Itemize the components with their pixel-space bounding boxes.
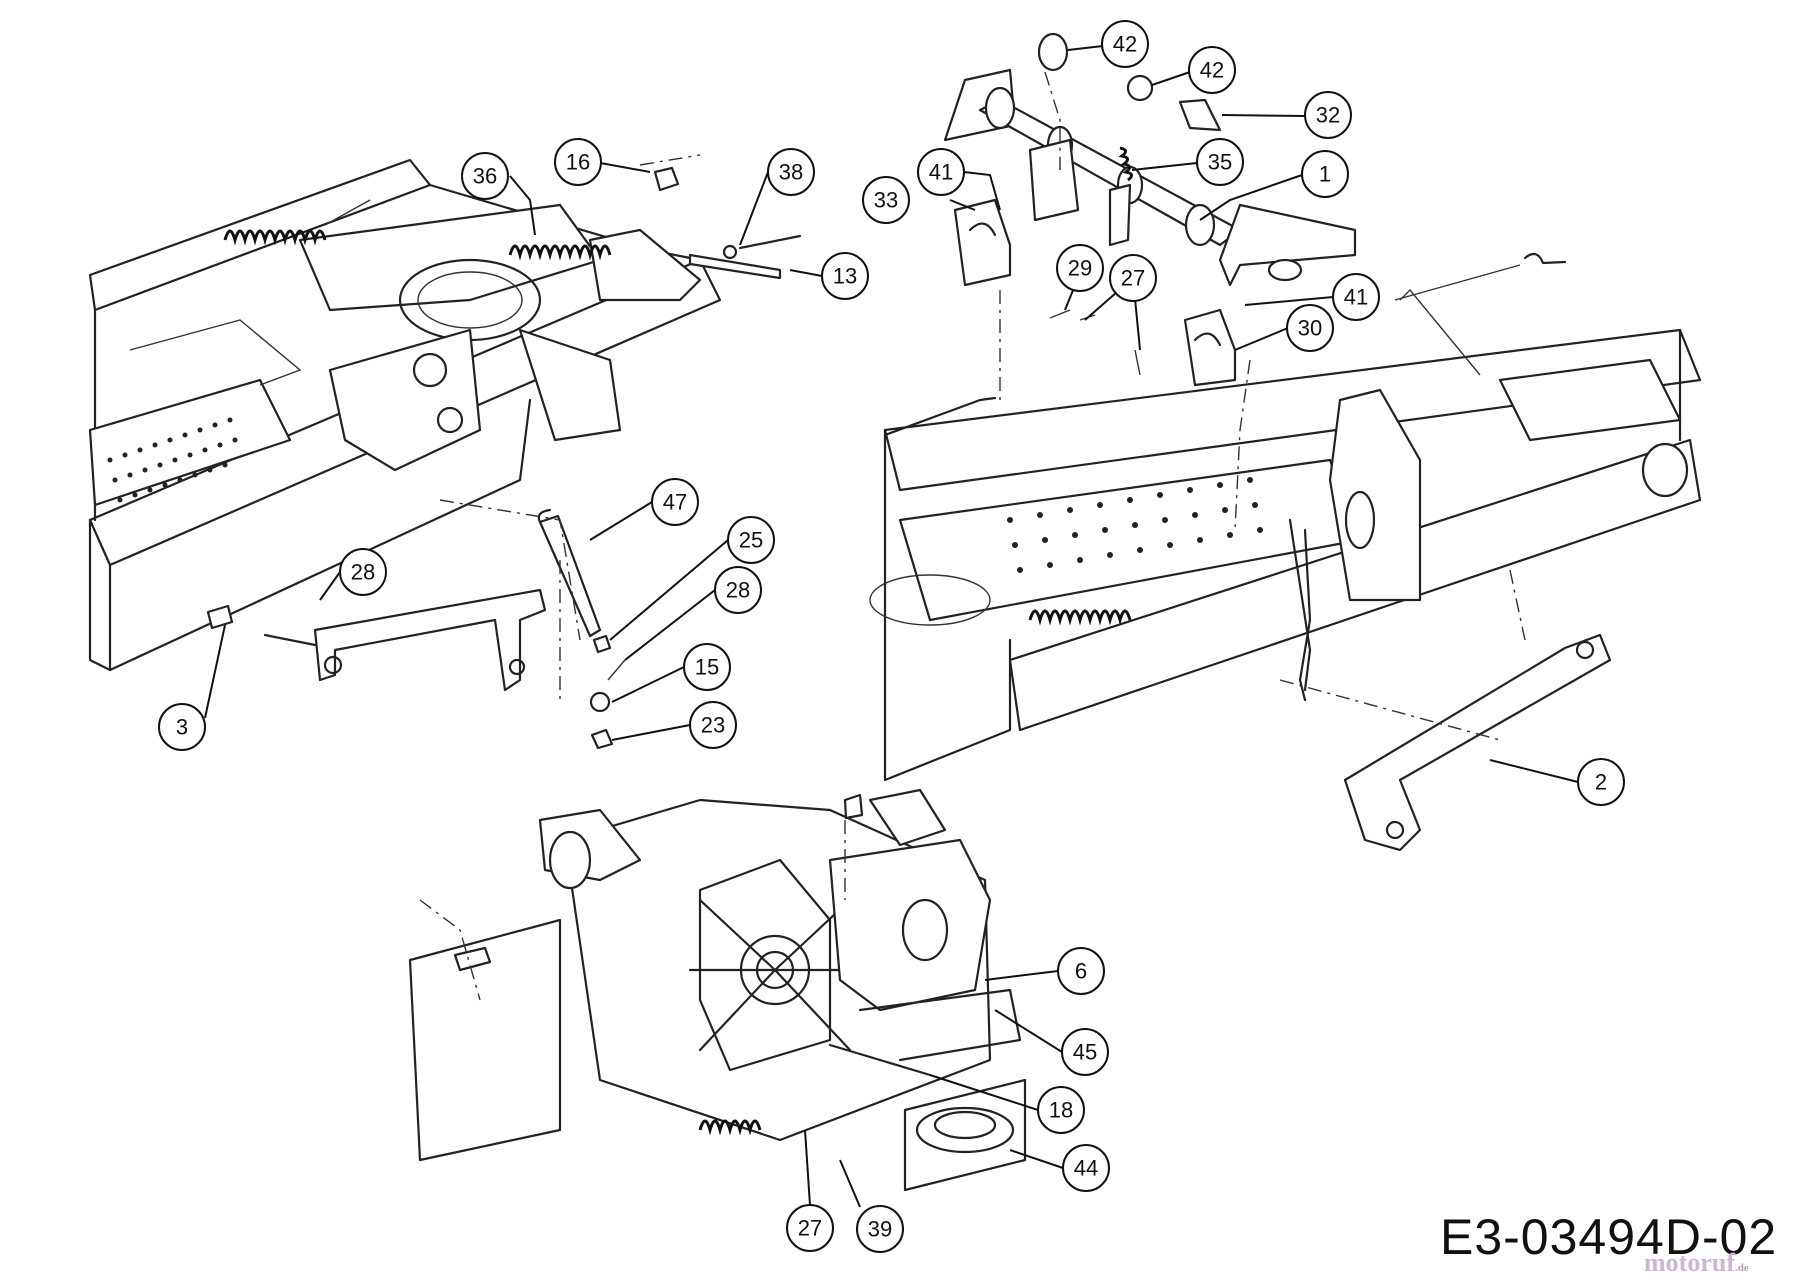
- callout-13-label: 13: [833, 264, 857, 289]
- callout-36-label: 36: [473, 164, 497, 189]
- callout-47-label: 47: [663, 490, 687, 515]
- callout-2-label: 2: [1595, 770, 1607, 795]
- callout-1-label: 1: [1319, 162, 1331, 187]
- callout-41-a: 41: [917, 148, 965, 196]
- callout-42-b: 42: [1188, 46, 1236, 94]
- callout-42-a-label: 42: [1113, 32, 1137, 57]
- callout-15: 15: [683, 643, 731, 691]
- callout-36: 36: [461, 152, 509, 200]
- callout-39-label: 39: [868, 1217, 892, 1242]
- callout-27-a: 27: [1109, 254, 1157, 302]
- callout-27-b: 27: [786, 1204, 834, 1252]
- callout-30: 30: [1286, 304, 1334, 352]
- callout-32-label: 32: [1316, 103, 1340, 128]
- callout-35: 35: [1196, 138, 1244, 186]
- callout-39: 39: [856, 1205, 904, 1253]
- callout-2: 2: [1577, 758, 1625, 806]
- callout-28-b: 28: [714, 566, 762, 614]
- callout-28-b-label: 28: [726, 578, 750, 603]
- callout-32: 32: [1304, 91, 1352, 139]
- callout-29: 29: [1056, 244, 1104, 292]
- callout-1: 1: [1301, 150, 1349, 198]
- callout-3: 3: [158, 703, 206, 751]
- callout-38: 38: [767, 148, 815, 196]
- callout-41-a-label: 41: [929, 160, 953, 185]
- callout-29-label: 29: [1068, 256, 1092, 281]
- drawing-code: E3-03494D-02: [1440, 1209, 1778, 1265]
- callout-35-label: 35: [1208, 150, 1232, 175]
- callout-6: 6: [1057, 947, 1105, 995]
- callout-41-b-label: 41: [1344, 285, 1368, 310]
- callout-23-label: 23: [701, 713, 725, 738]
- callout-18: 18: [1037, 1086, 1085, 1134]
- callout-44: 44: [1062, 1144, 1110, 1192]
- left-frame-assembly: [88, 154, 802, 750]
- callout-45: 45: [1061, 1028, 1109, 1076]
- callout-6-label: 6: [1075, 959, 1087, 984]
- callout-42-a: 42: [1101, 20, 1149, 68]
- callout-28-a: 28: [339, 548, 387, 596]
- callout-3-label: 3: [176, 715, 188, 740]
- callout-42-b-label: 42: [1200, 58, 1224, 83]
- callout-45-label: 45: [1073, 1040, 1097, 1065]
- callout-27-a-label: 27: [1121, 266, 1145, 291]
- callout-25: 25: [727, 516, 775, 564]
- callout-33-label: 33: [874, 188, 898, 213]
- callout-16: 16: [554, 138, 602, 186]
- callout-47: 47: [651, 478, 699, 526]
- callout-16-label: 16: [566, 150, 590, 175]
- callout-13: 13: [821, 252, 869, 300]
- leader-lines: [204, 45, 1579, 1208]
- callout-33: 33: [862, 176, 910, 224]
- right-frame-assembly: [869, 32, 1702, 852]
- callout-44-label: 44: [1074, 1156, 1098, 1181]
- transmission-assembly: [408, 788, 1027, 1192]
- callout-23: 23: [689, 701, 737, 749]
- callout-30-label: 30: [1298, 316, 1322, 341]
- watermark-brand: motoruf: [1644, 1248, 1735, 1277]
- callout-41-b: 41: [1332, 273, 1380, 321]
- watermark-logo: motoruf.de: [1644, 1248, 1749, 1278]
- callout-38-label: 38: [779, 160, 803, 185]
- callout-28-a-label: 28: [351, 560, 375, 585]
- callout-25-label: 25: [739, 528, 763, 553]
- callout-18-label: 18: [1049, 1098, 1073, 1123]
- callout-15-label: 15: [695, 655, 719, 680]
- callout-27-b-label: 27: [798, 1216, 822, 1241]
- watermark-suffix: .de: [1734, 1262, 1749, 1274]
